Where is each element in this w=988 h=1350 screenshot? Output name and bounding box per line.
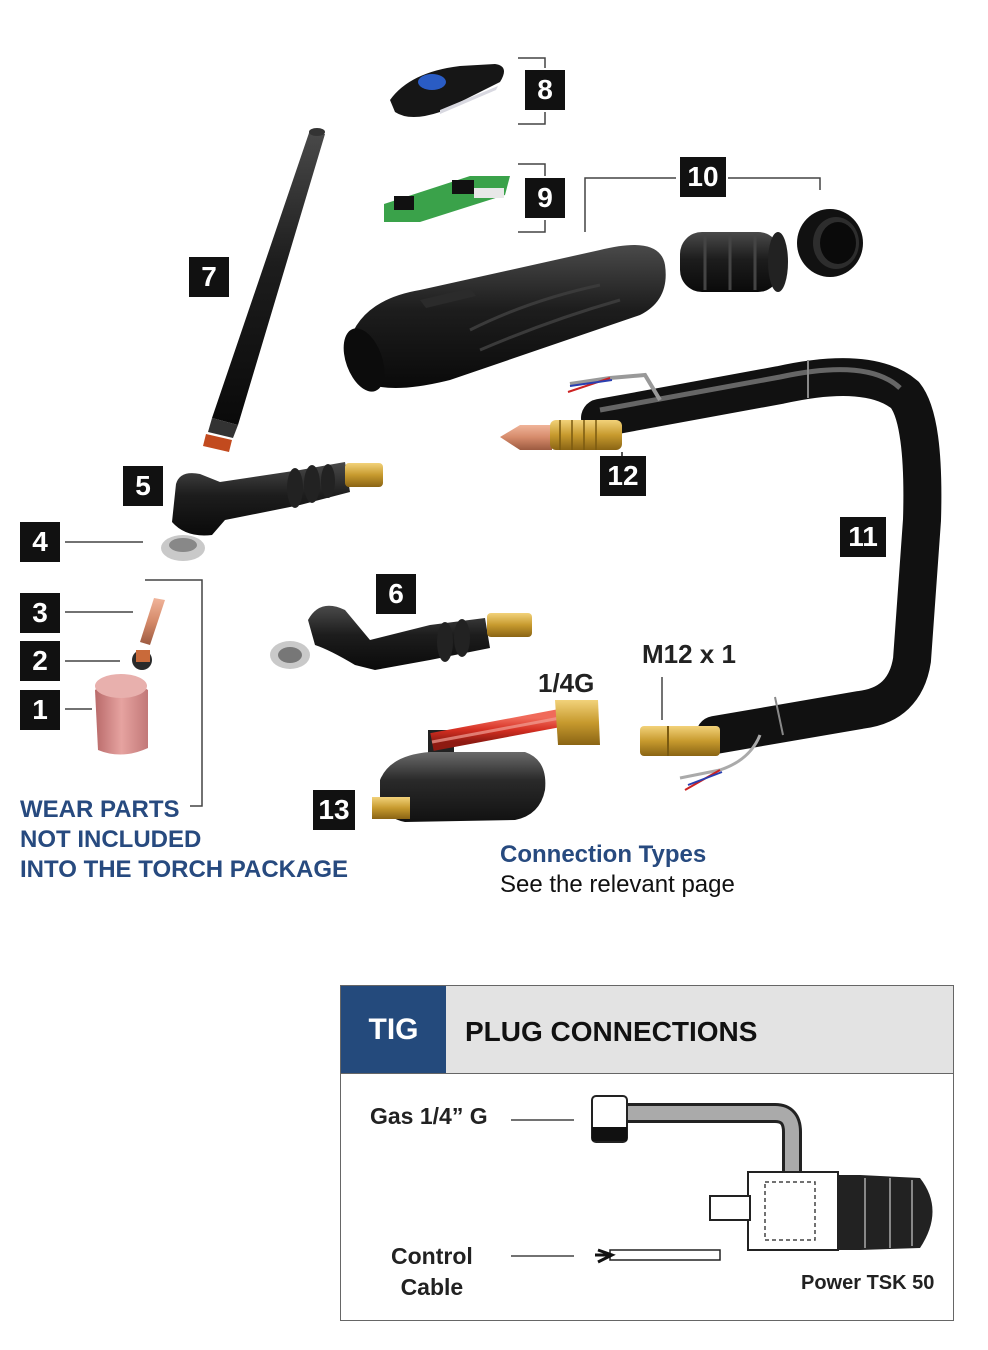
wear-parts-1-3 (65, 541, 203, 807)
hose-part-11 (581, 358, 942, 754)
thread-label-gas: 1/4G (538, 668, 595, 698)
thread-label-m12: M12 x 1 (642, 639, 736, 669)
back-cap-part-7 (203, 128, 325, 452)
control-cable-line-1: Control (391, 1243, 473, 1269)
part-tag-12: 12 (600, 456, 646, 496)
part-tag-3: 3 (20, 593, 60, 633)
wear-parts-line-3: INTO THE TORCH PACKAGE (20, 856, 349, 883)
part-tag-1: 1 (20, 690, 60, 730)
plug-panel-header: TIG PLUG CONNECTIONS (341, 986, 953, 1074)
circuit-board-part-9 (384, 163, 546, 233)
connection-types-subtitle: See the relevant page (500, 871, 735, 898)
gas-plug-part-13 (372, 700, 600, 822)
connection-types-title: Connection Types (500, 841, 707, 868)
connector-part-12 (500, 372, 662, 462)
part-tag-8: 8 (525, 70, 565, 110)
connection-types-note: Connection Types See the relevant page (500, 840, 735, 900)
tig-badge: TIG (341, 986, 446, 1073)
control-cable-line-2: Cable (400, 1274, 464, 1300)
part-tag-7: 7 (189, 257, 229, 297)
torch-body-part-6 (270, 605, 532, 670)
plug-connections-panel: TIG PLUG CONNECTIONS Gas 1/4” G Control … (340, 985, 954, 1321)
wear-parts-line-1: WEAR PARTS (20, 796, 180, 823)
part-tag-9: 9 (525, 178, 565, 218)
part-tag-13: 13 (313, 790, 355, 830)
part-tag-2: 2 (20, 641, 60, 681)
gas-label: Gas 1/4” G (370, 1103, 488, 1129)
wear-parts-line-2: NOT INCLUDED (20, 826, 202, 853)
part-tag-4: 4 (20, 522, 60, 562)
plug-panel-title: PLUG CONNECTIONS (465, 1016, 758, 1047)
part-tag-5: 5 (123, 466, 163, 506)
torch-body-part-5 (161, 462, 383, 561)
tsk50-plug-drawing (511, 1095, 933, 1264)
handle-part-10 (343, 177, 863, 392)
part-tag-6: 6 (376, 574, 416, 614)
button-part-8 (390, 57, 546, 125)
connector-m12 (640, 677, 762, 791)
control-cable-label: Control Cable (391, 1241, 473, 1303)
part-tag-10: 10 (680, 157, 726, 197)
wear-parts-note: WEAR PARTS NOT INCLUDED INTO THE TORCH P… (20, 795, 348, 885)
part-tag-11: 11 (840, 517, 886, 557)
plug-name-label: Power TSK 50 (801, 1272, 935, 1294)
